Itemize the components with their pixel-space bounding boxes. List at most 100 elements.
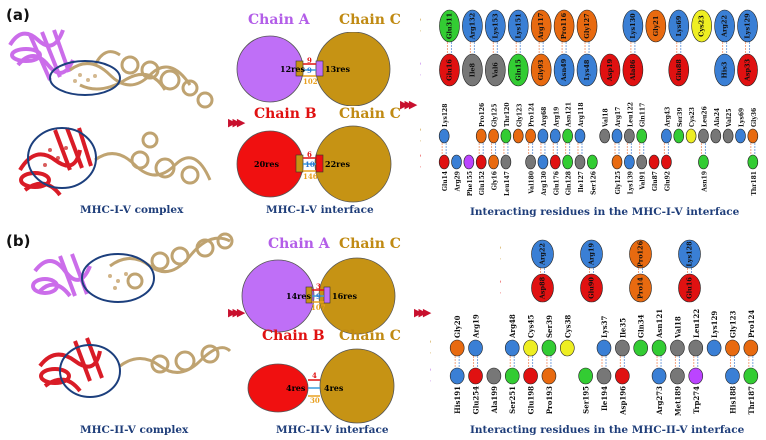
- residue-label: Lys139: [627, 171, 634, 194]
- residue-diagram-b-top: Chain CChain BArg22Arg19Pro126Lys128Asp8…: [500, 239, 701, 304]
- residue-label: Leu122: [627, 102, 634, 127]
- interface-diagram-a1: 12res 13res 9 9 102: [236, 32, 391, 106]
- residue-node: [449, 367, 465, 385]
- chain-c-circle: [318, 257, 396, 335]
- residue-label: Gln15: [514, 59, 522, 81]
- residue-label: Ala24: [714, 108, 721, 128]
- chain-c-ribbon: [69, 50, 214, 109]
- residue-label: Glu311: [445, 13, 453, 39]
- residue-node: [504, 367, 520, 385]
- residue-node: [599, 128, 610, 144]
- residue-label: Glu90: [588, 277, 596, 299]
- residue-label: Ser195: [582, 386, 591, 414]
- residue-label: His3: [721, 61, 729, 78]
- chain-title-a1-left: Chain A: [248, 12, 310, 28]
- residue-node: [599, 53, 621, 87]
- residue-node: [737, 9, 758, 43]
- residue-node: [507, 53, 529, 87]
- residue-label: Met189: [673, 386, 682, 416]
- residue-label: Ala199: [490, 386, 499, 414]
- residue-node: [722, 128, 734, 144]
- residue-label: Val25: [726, 108, 733, 128]
- residue-label: Lys129: [744, 13, 752, 39]
- residue-label: Ile8: [468, 62, 476, 77]
- residue-label: Pro126: [479, 103, 486, 127]
- interface-diagram-a2: 20res 22res 6 10 146: [236, 125, 392, 203]
- residue-node: [462, 53, 483, 87]
- residue-label: Arg43: [664, 107, 671, 128]
- residue-label: Glu16: [686, 277, 694, 299]
- residue-node: [500, 154, 512, 170]
- residue-node: [629, 273, 652, 303]
- residue-node: [611, 128, 623, 144]
- residue-label: Glu88: [675, 59, 683, 81]
- chain-b-ribbon: [18, 127, 93, 197]
- residue-node: [475, 154, 487, 170]
- residue-label: Pro193: [545, 386, 554, 414]
- residue-node: [438, 128, 450, 144]
- left-res-count: 12res: [280, 64, 305, 74]
- residue-node: [648, 154, 660, 170]
- residue-node: [449, 339, 465, 357]
- chain-title-b2-right: Chain C: [339, 328, 401, 344]
- residue-label: Gln117: [640, 103, 647, 127]
- residue-node: [629, 239, 652, 269]
- residue-node: [735, 128, 746, 144]
- residue-label: Gly20: [453, 315, 462, 338]
- residue-label: Asn49: [560, 58, 568, 82]
- residue-node: [562, 128, 573, 144]
- residue-node: [507, 9, 529, 43]
- residue-label: Glu14: [442, 171, 449, 191]
- chain-label-bottom: Chain B: [420, 148, 422, 184]
- residue-label: Lys128: [442, 104, 449, 127]
- residue-label: Ala86: [629, 59, 637, 81]
- complex-caption-a: MHC-I-V complex: [80, 204, 184, 216]
- residue-label: Lys48: [583, 59, 591, 80]
- chain-label-top: Chain C: [420, 12, 422, 47]
- residue-node: [549, 128, 561, 144]
- residue-node: [743, 339, 759, 357]
- svg-text:4res: 4res: [286, 383, 306, 393]
- residue-label: His188: [728, 386, 737, 414]
- residue-label: Arg48: [508, 314, 517, 339]
- residue-label: Lys129: [710, 311, 719, 338]
- panel-label-b: (b): [6, 232, 31, 250]
- residue-node: [670, 367, 685, 385]
- residue-node: [462, 9, 483, 43]
- residue-node: [622, 53, 644, 87]
- residue-label: Arg22: [721, 15, 729, 38]
- residue-label: Arg19: [472, 314, 481, 339]
- residue-node: [710, 128, 722, 144]
- residue-label: Arg29: [455, 171, 462, 192]
- residue-label: Lys151: [514, 13, 522, 38]
- residue-node: [530, 9, 552, 43]
- chain-label-bottom: Chain A: [420, 56, 422, 90]
- residue-label: Leu122: [692, 309, 701, 338]
- residue-label: Lys69: [738, 108, 745, 127]
- contact-count: 146: [303, 172, 318, 181]
- mhc-i-v-complex-structure: [8, 29, 214, 197]
- residue-node: [636, 154, 648, 170]
- residue-label: Lys153: [491, 13, 499, 39]
- residue-node: [553, 9, 575, 43]
- residue-label: Glu176: [553, 171, 560, 195]
- residue-label: Gly36: [751, 108, 758, 127]
- residue-node: [523, 367, 538, 385]
- svg-text:9: 9: [316, 292, 321, 301]
- chain-label-top: Chain C: [420, 122, 422, 157]
- residue-label: Cys38: [563, 315, 572, 338]
- residue-label: Gly21: [652, 16, 660, 37]
- residue-node: [475, 128, 487, 144]
- svg-text:4: 4: [312, 371, 317, 380]
- residue-node: [611, 154, 623, 170]
- chain-title-b2-left: Chain B: [262, 328, 325, 344]
- residue-label: Ser39: [677, 107, 684, 127]
- salt-bridge-count: 6: [307, 150, 312, 159]
- residue-label: Ile35: [618, 318, 627, 338]
- residue-label: Ser39: [545, 315, 554, 338]
- residue-node: [685, 128, 697, 144]
- residue-node: [678, 239, 701, 269]
- residue-label: Trp274: [692, 386, 701, 414]
- residue-node: [523, 339, 538, 357]
- residue-node: [574, 154, 586, 170]
